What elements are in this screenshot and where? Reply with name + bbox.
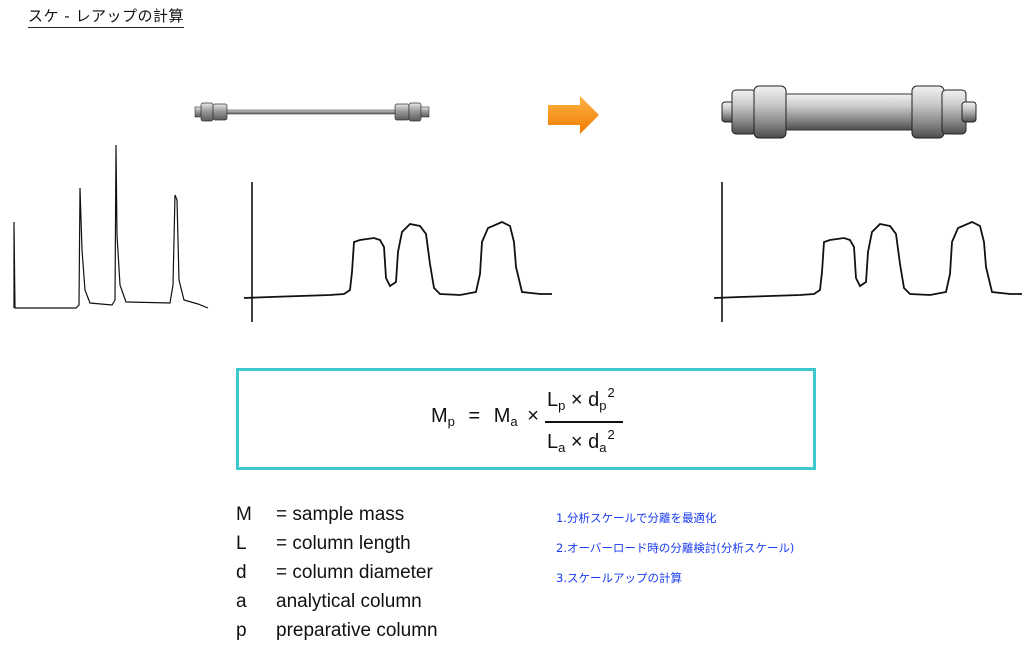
step-links: 1.分析スケールで分離を最適化 2.オーバーロード時の分離検討(分析スケール) … xyxy=(556,510,794,600)
formula-exponent: 2 xyxy=(607,427,615,442)
legend-text: = column length xyxy=(276,533,411,554)
formula-subscript: p xyxy=(599,398,607,413)
formula-subscript: p xyxy=(558,398,566,413)
legend-row: L = column length xyxy=(236,533,438,562)
chromatogram-analytical xyxy=(13,144,209,309)
formula-times: × xyxy=(527,405,539,427)
chromatogram-overloaded-analytical xyxy=(243,182,552,322)
legend-symbol: M xyxy=(236,504,252,525)
wide-column-icon xyxy=(721,85,977,139)
formula-box: Mp = Ma × Lp × dp2 La × da2 xyxy=(236,368,816,470)
formula-symbol: d xyxy=(588,389,600,411)
variable-legend: M = sample mass L = column length d = colum… xyxy=(236,504,438,649)
formula-subscript: a xyxy=(510,414,518,429)
formula-denominator: La × da2 xyxy=(547,427,615,455)
link-overload-study[interactable]: 2.オーバーロード時の分離検討(分析スケール) xyxy=(556,541,795,555)
formula-symbol: M xyxy=(431,405,448,427)
link-scaleup-calculation[interactable]: 3.スケールアップの計算 xyxy=(556,571,682,585)
formula-symbol: L xyxy=(547,389,559,411)
right-arrow-icon xyxy=(548,96,599,134)
formula-symbol: M xyxy=(493,405,511,427)
formula-symbol: L xyxy=(547,431,559,453)
chromatogram-preparative xyxy=(713,182,1022,322)
formula-symbol: d xyxy=(588,431,600,453)
legend-row: p preparative column xyxy=(236,620,438,649)
page-title: スケ - レアップの計算 xyxy=(28,5,184,28)
formula-subscript: a xyxy=(599,440,607,455)
formula-exponent: 2 xyxy=(607,385,615,400)
formula-times: × xyxy=(570,431,583,453)
formula-numerator: Lp × dp2 xyxy=(547,385,615,413)
legend-symbol: L xyxy=(236,533,247,554)
formula-subscript: p xyxy=(447,414,455,429)
formula-times: × xyxy=(570,389,583,411)
legend-row: a analytical column xyxy=(236,591,438,620)
legend-symbol: p xyxy=(236,620,247,641)
legend-text: preparative column xyxy=(276,620,438,641)
legend-text: = sample mass xyxy=(276,504,405,525)
legend-text: = column diameter xyxy=(276,562,433,583)
legend-row: M = sample mass xyxy=(236,504,438,533)
formula-lhs: Mp = Ma × xyxy=(431,405,539,429)
formula-subscript: a xyxy=(558,440,566,455)
thin-column-icon xyxy=(194,102,430,122)
legend-text: analytical column xyxy=(276,591,422,612)
fraction-bar xyxy=(545,421,623,423)
legend-row: d = column diameter xyxy=(236,562,438,591)
legend-symbol: d xyxy=(236,562,247,583)
formula-equals: = xyxy=(468,405,481,427)
legend-symbol: a xyxy=(236,591,247,612)
link-optimize-separation[interactable]: 1.分析スケールで分離を最適化 xyxy=(556,511,717,525)
